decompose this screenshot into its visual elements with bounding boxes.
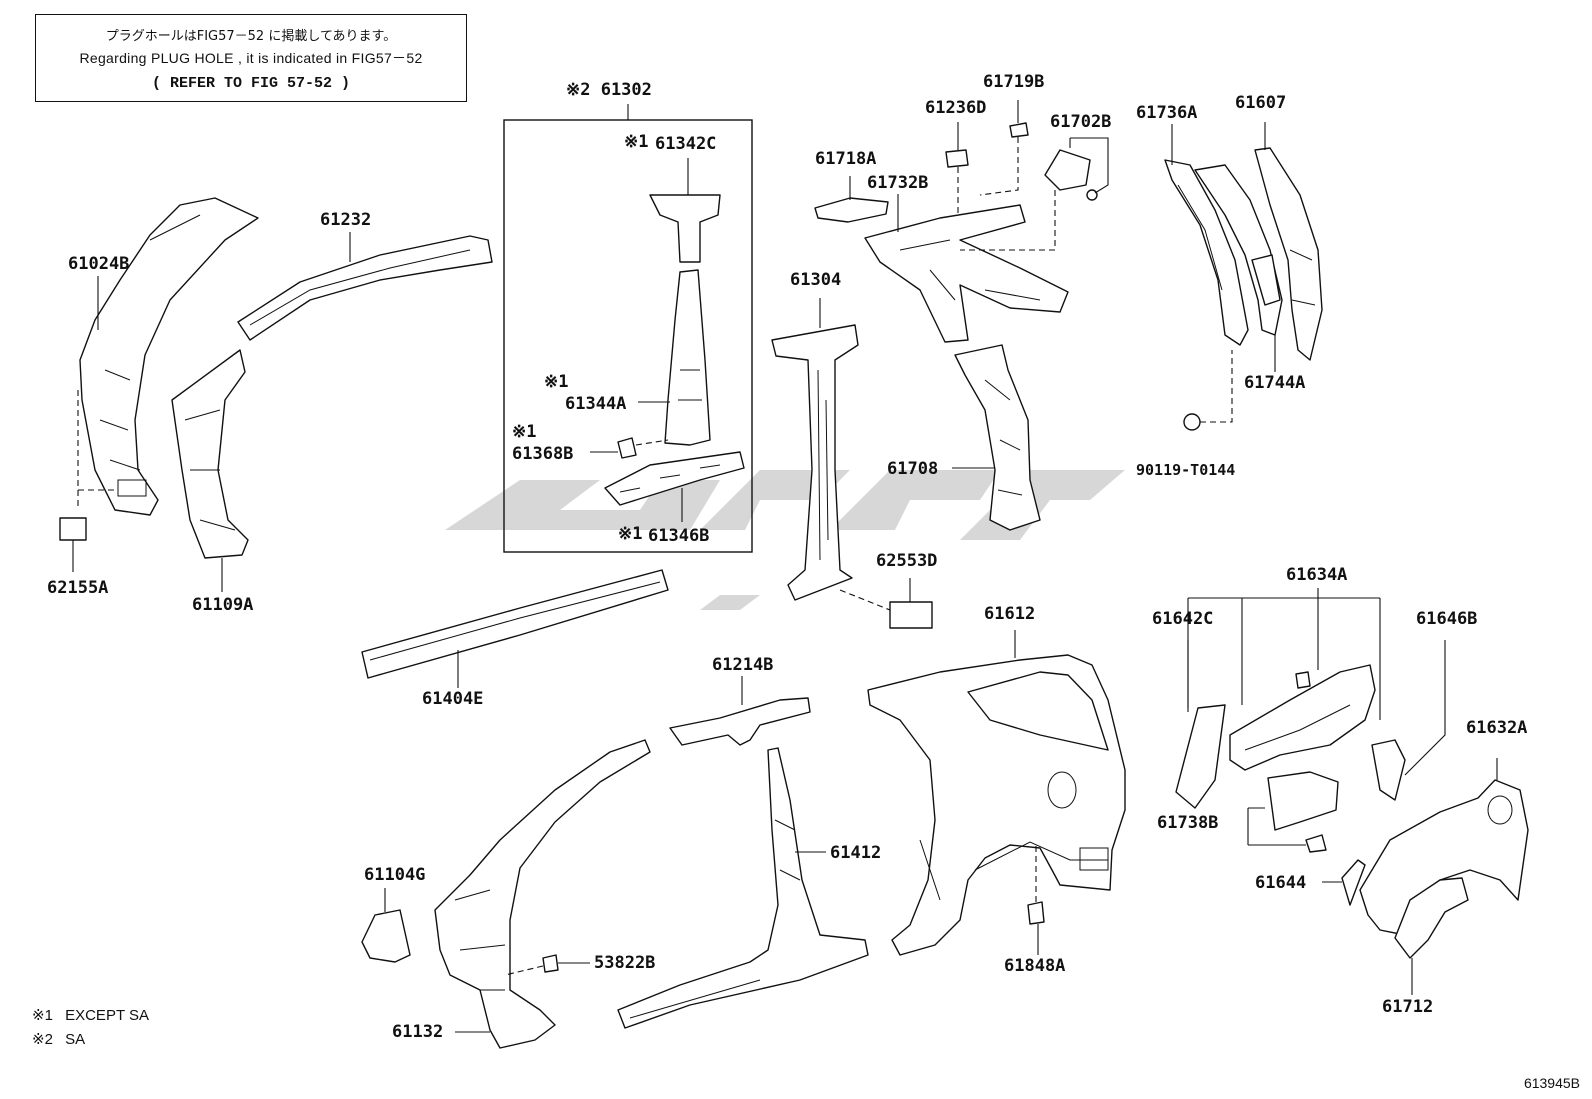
mark-61342C: ※1 [624,132,649,152]
label-61024B: 61024B [68,254,130,274]
part-61642C [1175,704,1226,809]
part-61109A [171,349,249,559]
label-62155A: 62155A [47,578,109,598]
part-61848A [1027,901,1045,925]
label-61702B: 61702B [1050,112,1112,132]
group-label-61302: ※2 61302 [566,80,652,100]
part-61719B [1009,122,1029,138]
part-61236D [945,149,969,168]
label-61346B: 61346B [648,526,710,546]
part-61708 [954,344,1041,531]
label-61732B: 61732B [867,173,929,193]
part-61412 [617,747,869,1029]
label-61718A: 61718A [815,149,877,169]
label-61104G: 61104G [364,865,426,885]
part-61346B [604,451,745,506]
label-61344A: 61344A [565,394,627,414]
note-refer-text: ( REFER TO FIG 57-52 ) [151,75,351,92]
part-61024B [79,197,259,516]
label-61368B: 61368B [512,444,574,464]
label-61404E: 61404E [422,689,484,709]
part-53822B [542,954,559,973]
label-61708: 61708 [887,459,939,479]
label-61412: 61412 [830,843,882,863]
part-61404E [361,569,669,679]
label-61642C: 61642C [1152,609,1214,629]
figure-number: 613945B [1523,1075,1580,1091]
part-61632A [1359,779,1529,936]
label-61236D: 61236D [925,98,987,118]
part-61644 [1341,859,1366,906]
label-61632A: 61632A [1466,718,1528,738]
legend-text-2: SA [65,1031,86,1048]
part-61736A [1164,159,1249,346]
label-61719B: 61719B [983,72,1045,92]
label-62553D: 62553D [876,551,938,571]
mark-61344A: ※1 [544,372,569,392]
part-61104G [361,909,411,963]
part-62553D [889,601,933,629]
part-61718A [814,197,889,223]
part-62155A [59,517,87,541]
part-61702B [1044,149,1098,201]
label-61214B: 61214B [712,655,774,675]
note-english-text: Regarding PLUG HOLE , it is indicated in… [79,50,423,66]
legend-item-1: ※1 EXCEPT SA [32,1006,149,1024]
label-61736A: 61736A [1136,103,1198,123]
part-61214B [669,697,811,746]
part-61607 [1254,147,1323,361]
label-61634A: 61634A [1286,565,1348,585]
part-61646B [1371,739,1406,801]
part-61712 [1394,877,1469,959]
label-90119-T0144: 90119-T0144 [1136,461,1236,479]
label-53822B: 53822B [594,953,656,973]
label-61738B: 61738B [1157,813,1219,833]
legend-mark-1: ※1 [32,1007,53,1024]
legend-mark-2: ※2 [32,1031,53,1048]
label-61744A: 61744A [1244,373,1306,393]
label-61712: 61712 [1382,997,1434,1017]
note-japanese-text: プラグホールはFIG57－52 に掲載してあります。 [105,29,397,44]
label-61607: 61607 [1235,93,1287,113]
label-61109A: 61109A [192,595,254,615]
label-61132: 61132 [392,1022,444,1042]
label-61304: 61304 [790,270,842,290]
label-61342C: 61342C [655,134,717,154]
part-61304 [771,324,859,601]
legend-item-2: ※2 SA [32,1030,85,1048]
part-90119-T0144 [1183,413,1201,431]
part-61232 [237,235,493,341]
label-61644: 61644 [1255,873,1307,893]
part-61738B [1267,771,1339,853]
part-61344A [664,269,711,446]
label-61646B: 61646B [1416,609,1478,629]
label-61232: 61232 [320,210,372,230]
label-61612: 61612 [984,604,1036,624]
mark-61346B: ※1 [618,524,643,544]
part-61368B [617,437,637,459]
part-61612 [867,654,1126,956]
reference-note-box: プラグホールはFIG57－52 に掲載してあります。 Regarding PLU… [35,14,467,102]
part-61132 [434,739,651,1049]
part-61634A [1229,664,1376,771]
mark-61368B: ※1 [512,422,537,442]
label-61848A: 61848A [1004,956,1066,976]
part-61342C [649,194,721,263]
part-61732B [864,204,1069,343]
legend-text-1: EXCEPT SA [65,1007,150,1024]
